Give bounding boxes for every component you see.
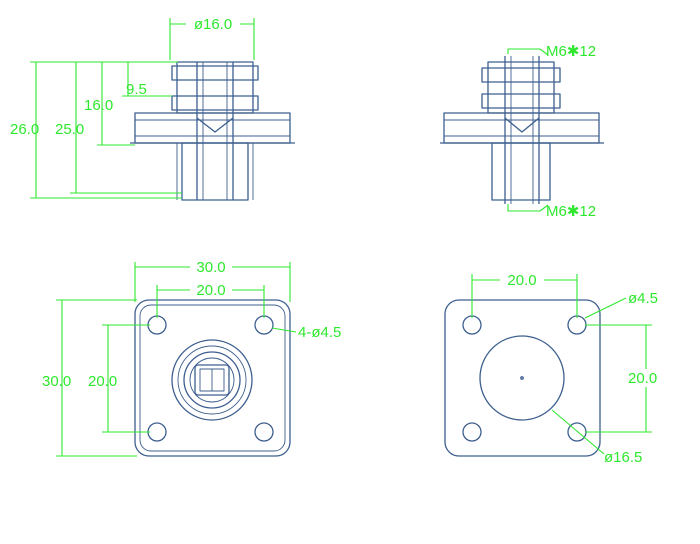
side-upper-hub: [487, 61, 555, 114]
label-height-9-5: 9.5: [126, 81, 147, 98]
bottom-center-mark: [520, 376, 524, 380]
label-thread-bottom: M6✱12: [546, 203, 596, 220]
front-view: [130, 61, 295, 201]
top-view: [134, 299, 291, 457]
front-flange: [134, 112, 291, 144]
label-top-diameter: ø16.0: [194, 16, 232, 33]
label-bg: [190, 258, 232, 276]
top-hub-ring: [183, 351, 241, 409]
top-view-dimensions: [56, 262, 297, 457]
top-hub-ring: [177, 345, 247, 415]
thread-bottom-leader: [539, 204, 549, 212]
label-bottom-height-holes: 20.0: [628, 370, 657, 387]
label-bottom-width-holes: 20.0: [507, 272, 536, 289]
thread-bottom-leader: [507, 204, 540, 212]
side-drill-tip: [504, 117, 540, 133]
side-view-dimensions: [507, 48, 549, 212]
top-mount-hole: [147, 315, 167, 335]
hole-leader: [584, 297, 627, 319]
bottom-mount-hole: [462, 315, 482, 335]
front-upper-ring: [171, 65, 259, 81]
top-mount-hole: [254, 422, 274, 442]
label-bg: [625, 369, 669, 387]
label-height-26-0: 26.0: [10, 121, 39, 138]
bottom-mount-hole: [567, 315, 587, 335]
top-square-inner: [139, 304, 286, 452]
thread-top-leader: [507, 48, 540, 54]
holes-leader: [271, 327, 297, 333]
front-upper-hub: [176, 61, 254, 114]
label-bottom-hole: ø4.5: [628, 290, 658, 307]
label-bg: [190, 281, 232, 299]
front-view-dimensions: [30, 18, 255, 199]
side-middle-ring: [481, 93, 561, 109]
label-height-holes: 20.0: [88, 373, 117, 390]
bore-leader: [551, 409, 605, 455]
front-lower-body: [181, 142, 249, 201]
top-square-nut: [194, 364, 230, 396]
top-hub-inner: [189, 357, 235, 403]
bottom-square-flange: [444, 299, 601, 457]
top-hub-outer: [171, 339, 253, 421]
front-drill-tip: [196, 117, 234, 133]
thread-top-leader: [539, 48, 549, 56]
top-mount-hole: [254, 315, 274, 335]
label-height-25-0: 25.0: [55, 121, 84, 138]
label-height-16-0: 16.0: [84, 97, 113, 114]
top-mount-hole: [147, 422, 167, 442]
front-middle-ring: [171, 95, 259, 111]
side-view: [440, 56, 604, 204]
side-lower-body: [491, 142, 551, 201]
bottom-view: [444, 299, 601, 457]
bottom-bore: [479, 335, 565, 421]
label-width-outer: 30.0: [196, 259, 225, 276]
label-thread-top: M6✱12: [546, 43, 596, 60]
bottom-mount-hole: [462, 422, 482, 442]
label-height-outer: 30.0: [42, 373, 71, 390]
label-holes-callout: 4-ø4.5: [298, 324, 341, 341]
label-bg: [186, 14, 240, 32]
dimension-labels: ø16.0 9.5 16.0 25.0 26.0 M6✱12 M6✱12 30.…: [10, 14, 669, 466]
label-bore: ø16.5: [604, 449, 642, 466]
side-flange: [443, 112, 600, 144]
label-bg: [500, 271, 544, 289]
label-width-holes: 20.0: [196, 282, 225, 299]
top-square-flange: [134, 299, 291, 457]
side-upper-ring: [481, 67, 561, 83]
